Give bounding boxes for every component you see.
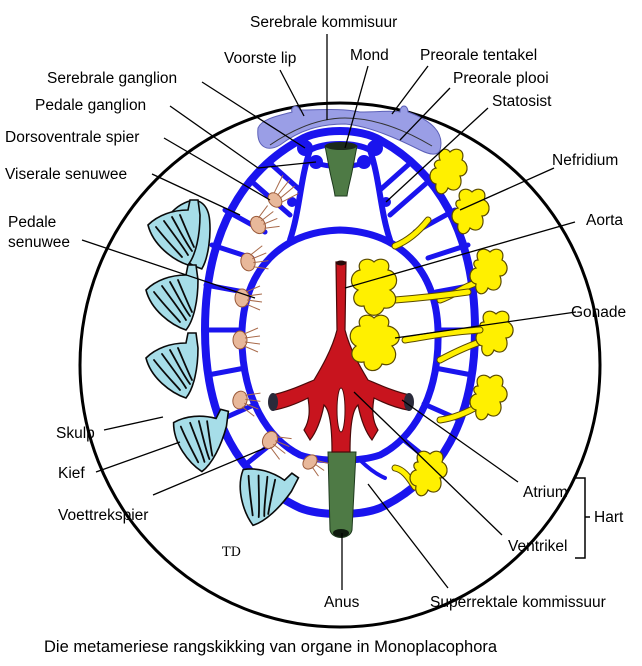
- label-aorta: Aorta: [586, 212, 623, 229]
- label-pedale-senuwee-line2: senuwee: [8, 234, 70, 251]
- nerve-rungs-right: [377, 162, 478, 468]
- preoral-fold: [257, 105, 442, 155]
- leader-lines: [81, 34, 577, 590]
- label-atrium: Atrium: [523, 484, 568, 501]
- visceral-nerve-left: [287, 147, 313, 243]
- nephridia: [391, 148, 514, 497]
- label-viserale-senuwee: Viserale senuwee: [5, 166, 127, 183]
- label-nefridium: Nefridium: [552, 152, 618, 169]
- label-preorale-plooi: Preorale plooi: [453, 70, 549, 87]
- figure-caption: Die metameriese rangskikking van organe …: [44, 638, 498, 656]
- label-serebrale-kommisuur: Serebrale kommisuur: [250, 14, 397, 31]
- mouth-opening: [325, 142, 357, 150]
- dorsoventral-muscle: [267, 174, 299, 208]
- pedal-retractor-muscles: [232, 205, 329, 477]
- label-hart: Hart: [594, 509, 624, 526]
- gonads: [349, 258, 484, 372]
- cerebral-ganglion-right: [367, 140, 383, 156]
- mouth-tube: [324, 145, 358, 197]
- label-skulp: Skulp: [56, 425, 95, 442]
- shell-outline: [78, 101, 602, 629]
- outer-nerve-cord: [201, 127, 479, 518]
- rectum-tube: [327, 451, 357, 538]
- label-mond: Mond: [350, 47, 389, 64]
- atrium-left: [268, 393, 278, 411]
- label-serebrale-ganglion: Serebrale ganglion: [47, 70, 177, 87]
- label-ventrikel: Ventrikel: [508, 538, 567, 555]
- label-voorste-lip: Voorste lip: [224, 50, 296, 67]
- label-superrektale-kommissuur: Superrektale kommissuur: [430, 594, 606, 611]
- pedal-ganglion-right: [357, 155, 371, 169]
- anus-opening: [333, 529, 349, 537]
- visceral-nerve-right: [367, 147, 393, 243]
- label-statosist: Statosist: [492, 93, 552, 110]
- aorta-opening: [336, 260, 346, 266]
- artist-signature: TD: [222, 545, 241, 560]
- label-pedale-senuwee-line1: Pedale: [8, 214, 56, 231]
- label-voettrekspier: Voettrekspier: [58, 507, 148, 524]
- label-kief: Kief: [58, 465, 85, 482]
- label-gonade: Gonade: [571, 304, 626, 321]
- label-preorale-tentakel: Preorale tentakel: [420, 47, 537, 64]
- ventricle-gap: [336, 387, 346, 433]
- statocyst-left: [287, 197, 297, 207]
- label-pedale-ganglion: Pedale ganglion: [35, 97, 146, 114]
- label-anus: Anus: [324, 594, 360, 611]
- superrectal-commissure: [358, 458, 387, 480]
- gills: [145, 199, 300, 527]
- label-dorsoventrale-spier: Dorsoventrale spier: [5, 129, 139, 146]
- heart-bracket: [575, 477, 590, 559]
